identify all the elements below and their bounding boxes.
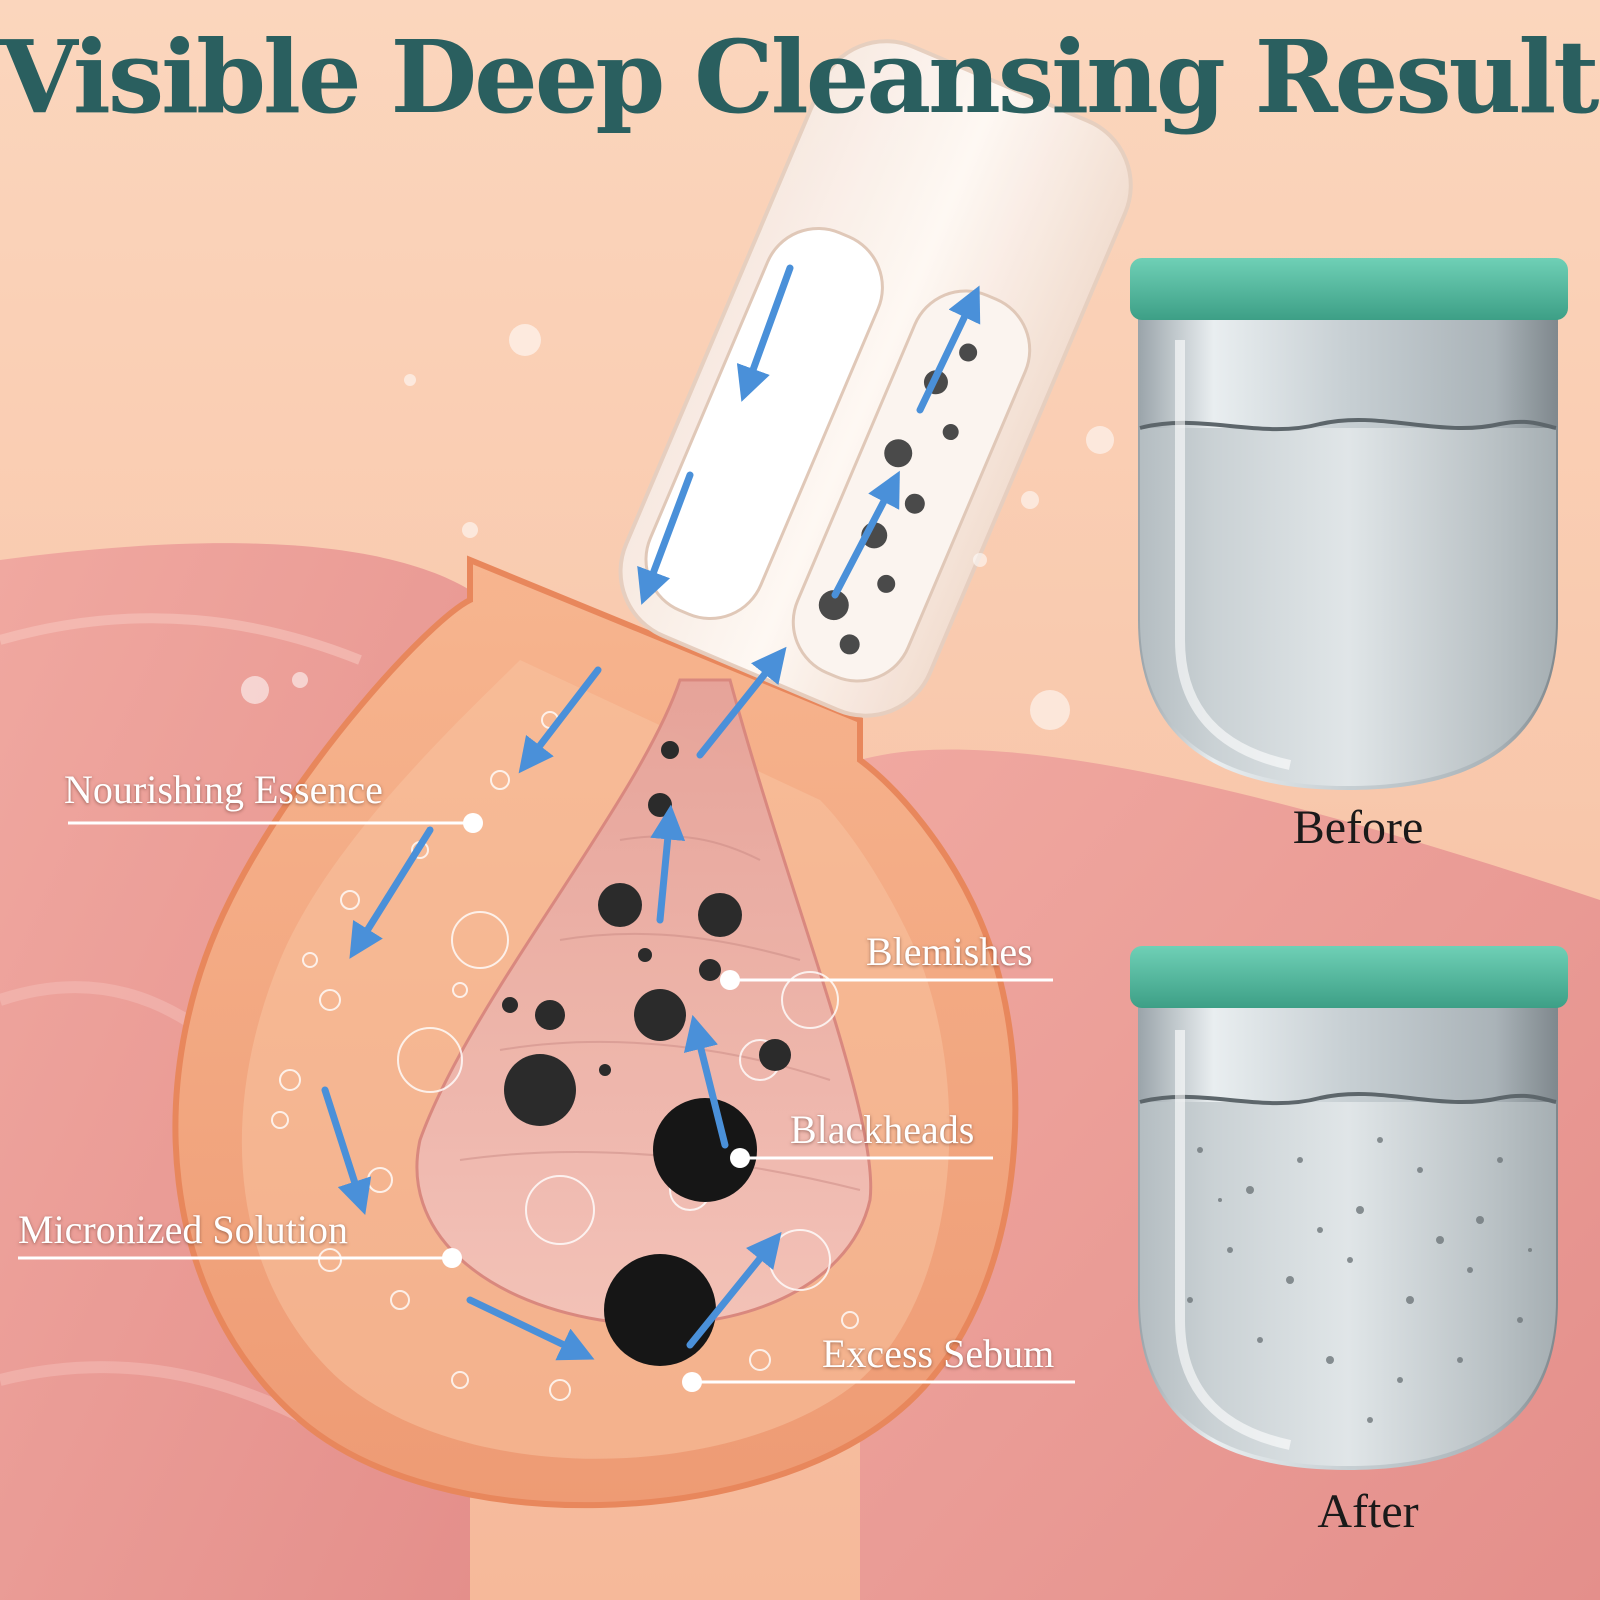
caption-before: Before bbox=[1292, 801, 1424, 854]
label-blemishes: Blemishes bbox=[866, 929, 1033, 974]
page-title: Visible Deep Cleansing Results bbox=[0, 18, 1600, 136]
label-excess-sebum: Excess Sebum bbox=[822, 1331, 1055, 1376]
label-nourishing-essence: Nourishing Essence bbox=[64, 767, 383, 812]
before-jar bbox=[1130, 258, 1568, 790]
label-blackheads: Blackheads bbox=[790, 1107, 975, 1152]
after-jar bbox=[1130, 946, 1568, 1470]
label-micronized-solution: Micronized Solution bbox=[18, 1207, 348, 1252]
caption-after: After bbox=[1317, 1485, 1419, 1538]
